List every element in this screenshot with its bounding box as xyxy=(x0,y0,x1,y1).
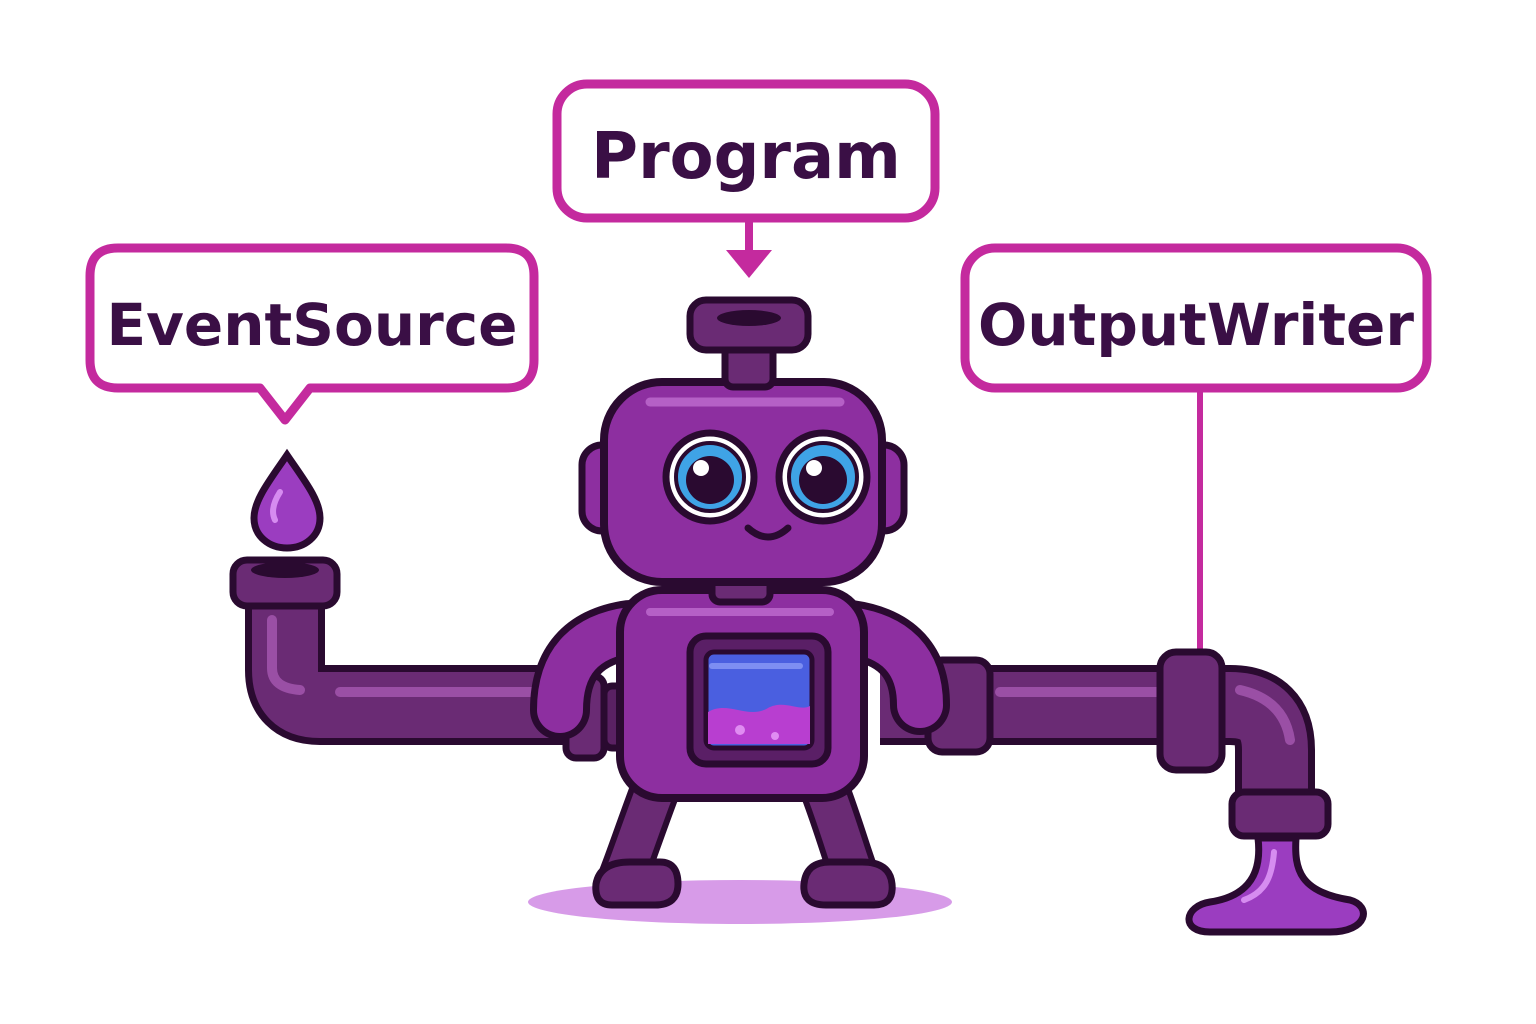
robot-smile xyxy=(744,524,792,541)
output-writer-label: OutputWriter xyxy=(978,291,1414,359)
program-arrow-head xyxy=(726,250,772,278)
valve-icon xyxy=(686,296,812,391)
robot-eyes xyxy=(662,429,871,525)
robot-chest-screen xyxy=(686,632,832,768)
output-writer-label-box xyxy=(960,243,1432,393)
event-source-callout: EventSource xyxy=(85,243,539,425)
robot-legs xyxy=(592,765,896,909)
event-source-label-box xyxy=(85,243,539,425)
program-label-box xyxy=(552,79,940,223)
droplet-icon xyxy=(250,448,324,552)
liquid-puddle-icon xyxy=(1185,834,1367,936)
program-label: Program xyxy=(591,120,901,194)
robot-icon xyxy=(530,296,950,909)
output-writer-callout: OutputWriter xyxy=(960,243,1432,650)
output-pipe-icon xyxy=(880,648,1332,840)
program-callout: Program xyxy=(552,79,940,278)
event-source-label: EventSource xyxy=(106,291,517,359)
